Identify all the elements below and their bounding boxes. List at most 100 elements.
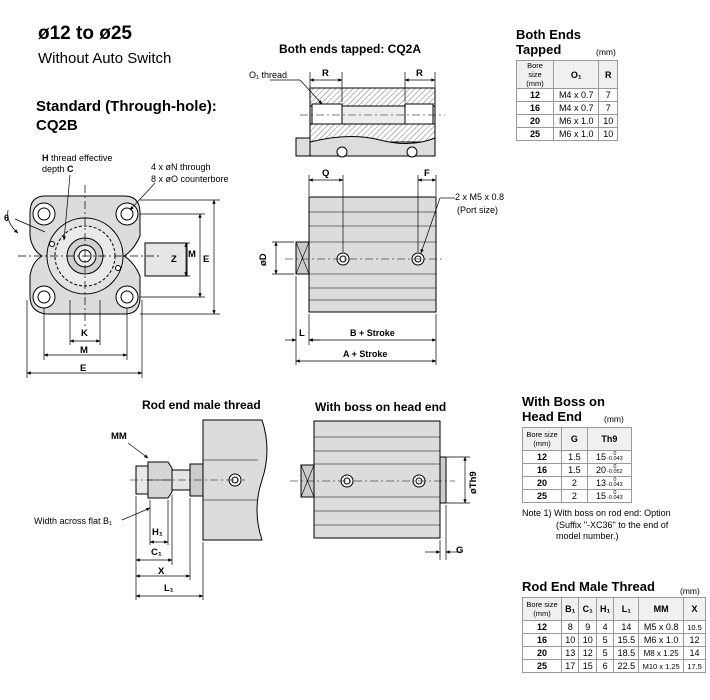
cell: M6 x 1.0 [552, 127, 600, 141]
header-bore: Bore size (mm) [522, 597, 562, 621]
cell: 18.5 [613, 646, 640, 660]
side-dimensions [272, 175, 455, 365]
rod-end-heading: Rod end male thread [142, 398, 261, 412]
cell: 16 [522, 633, 562, 647]
cell: 8 [560, 620, 580, 634]
mm-label: MM [111, 431, 127, 442]
a-stroke-label: A + Stroke [343, 349, 388, 359]
rod-end-dimensions [121, 442, 204, 600]
cell: 6 [595, 659, 615, 673]
cell: 15.5 [613, 633, 640, 647]
boss-head-heading: With boss on head end [315, 400, 447, 414]
rod-extension [144, 242, 188, 277]
side-view [285, 196, 445, 313]
cell: 10 [578, 633, 597, 647]
cell: 25 [516, 127, 554, 141]
cell: M6 x 1.0 [638, 633, 685, 647]
r-left-label: R [322, 68, 329, 79]
cell: 10 [598, 114, 618, 128]
header-b1: B₁ [560, 597, 580, 621]
boss-note-2: (Suffix "-XC36" to the end of [556, 520, 669, 530]
cell: M4 x 0.7 [552, 88, 600, 102]
cell: 10 [560, 633, 580, 647]
tapped-dimensions [270, 72, 436, 105]
cell: 12 [683, 633, 706, 647]
tapped-table-title-2: Tapped [516, 42, 562, 57]
cell: 12 [522, 620, 562, 634]
e-vertical-label: E [203, 254, 210, 265]
rod-table-title: Rod End Male Thread [522, 579, 655, 594]
port-size-note: (Port size) [457, 205, 499, 215]
cell: 15 [578, 659, 597, 673]
e-label: E [80, 363, 87, 374]
cell: 14 [683, 646, 706, 660]
c1-label: C₁ [151, 547, 162, 558]
cell: 12 [578, 646, 597, 660]
header-x: X [683, 597, 706, 621]
cell: 10 [598, 127, 618, 141]
header-th9: Th9 [586, 427, 633, 451]
boss-note-3: model number.) [556, 531, 619, 541]
cell: 16 [522, 463, 562, 477]
header-h1: H₁ [595, 597, 615, 621]
header-g: G [561, 427, 588, 451]
cell: 20 [516, 114, 554, 128]
table-header-row: Bore size (mm) B₁ C₁ H₁ L₁ MM X [522, 597, 706, 621]
cell: 17.5 [683, 659, 706, 673]
cell: 22.5 [613, 659, 640, 673]
boss-head-dimensions [425, 456, 470, 560]
cell: 4 [595, 620, 615, 634]
boss-table-unit: (mm) [604, 414, 624, 424]
page-title: ø12 to ø25 [38, 23, 132, 44]
header-bore: Bore size (mm) [522, 427, 562, 451]
cell: M8 x 1.25 [638, 646, 685, 660]
cell: 25 [522, 489, 562, 503]
through-hole-label: 4 x øN through [151, 162, 211, 172]
boss-head-view [290, 420, 455, 539]
standard-heading: Standard (Through-hole): [36, 98, 217, 115]
counterbore-label: 8 x øO counterbore [151, 174, 229, 184]
q-label: Q [322, 168, 330, 179]
k-label: K [81, 328, 88, 339]
boss-note-1: Note 1) With boss on rod end: Option [522, 508, 671, 518]
width-flat-label: Width across flat B₁ [34, 516, 113, 526]
od-label: øD [258, 253, 269, 266]
page-subtitle: Without Auto Switch [38, 50, 172, 67]
cell: 7 [598, 101, 618, 115]
cell: 2 [561, 489, 588, 503]
cell: M5 x 0.8 [638, 620, 685, 634]
port-size-label: 2 x M5 x 0.8 [455, 192, 505, 202]
cell: 1.5 [561, 450, 588, 464]
m-vertical-label: M [188, 249, 196, 260]
cell: 5 [595, 633, 615, 647]
boss-table-title-2: Head End [522, 409, 582, 424]
header-bore: Bore size (mm) [516, 60, 554, 89]
f-label: F [424, 168, 430, 179]
cell: 20 [522, 646, 562, 660]
cell: 9 [578, 620, 597, 634]
cell: 7 [598, 88, 618, 102]
z-label: Z [171, 254, 177, 265]
tapped-heading: Both ends tapped: CQ2A [279, 42, 422, 56]
standard-model: CQ2B [36, 117, 78, 134]
cell: 12 [522, 450, 562, 464]
cell: 13 [560, 646, 580, 660]
boss-table-title-1: With Boss on [522, 394, 605, 409]
x-label: X [158, 566, 165, 577]
